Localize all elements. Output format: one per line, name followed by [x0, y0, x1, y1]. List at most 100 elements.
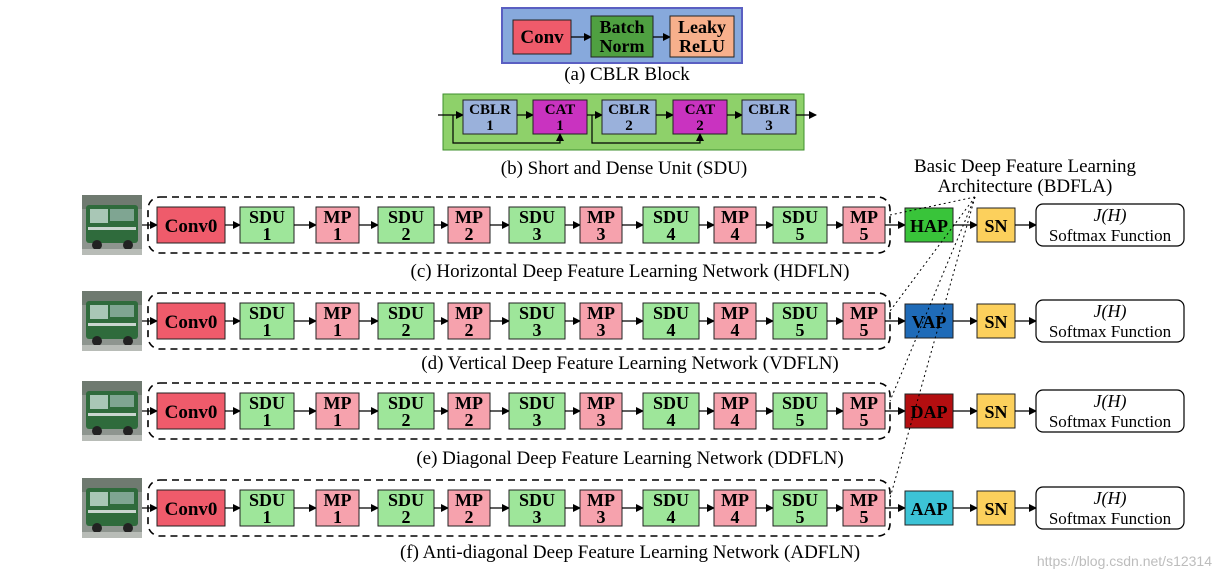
sdu-caption: (b) Short and Dense Unit (SDU) [501, 158, 747, 179]
sdu-1-block-line2: 1 [263, 224, 272, 244]
sdu-5-block-line2: 5 [796, 224, 805, 244]
mp-5-block-line2: 5 [860, 410, 869, 430]
mp-3-block-line1: MP [587, 393, 615, 413]
sdu-4-block-line1: SDU [653, 207, 689, 227]
cblr-caption: (a) CBLR Block [564, 64, 690, 85]
mp-1-block [315, 206, 360, 244]
softmax-box [1035, 203, 1185, 247]
mp-1-block-line1: MP [324, 303, 352, 323]
sdu-5-block-line2: 5 [796, 507, 805, 527]
conv0-block [156, 489, 226, 527]
sdu-5-block [772, 302, 828, 340]
mp-3-block-line1: MP [587, 490, 615, 510]
sdu-1-block-line1: SDU [249, 393, 285, 413]
cblr-relu-line1: Leaky [678, 17, 726, 37]
sdu-5-block-line1: SDU [782, 303, 818, 323]
mp-3-block-line2: 3 [597, 410, 606, 430]
sdu-4-block-line2: 4 [667, 507, 676, 527]
sdu-2-block-line2: 2 [402, 224, 411, 244]
pool-block [904, 393, 954, 429]
bus-image [82, 478, 142, 538]
mp-4-block-line1: MP [721, 490, 749, 510]
mp-1-block-line2: 1 [333, 410, 342, 430]
mp-2-block [447, 392, 491, 430]
bdfla-dashed-box [147, 479, 891, 537]
sdu-5-block-line1: SDU [782, 393, 818, 413]
mp-1-block-line2: 1 [333, 224, 342, 244]
sdu-2-block-line2: 2 [402, 507, 411, 527]
softmax-box [1035, 486, 1185, 530]
mp-5-block [842, 392, 886, 430]
sdu-4-block-line1: SDU [653, 393, 689, 413]
mp-5-block-line1: MP [850, 207, 878, 227]
sdu-block-4-line1: CAT [685, 102, 716, 118]
sdu-3-block-line1: SDU [519, 490, 555, 510]
mp-1-block [315, 392, 360, 430]
sdu-1-block-line1: SDU [249, 303, 285, 323]
sn-block [976, 393, 1016, 429]
sdu-4-block [642, 302, 700, 340]
j-of-h-label: J(H) [1094, 205, 1127, 226]
mp-2-block-line2: 2 [465, 224, 474, 244]
sdu-2-block-line1: SDU [388, 207, 424, 227]
sdu-2-block [377, 489, 435, 527]
softmax-box [1035, 299, 1185, 343]
mp-4-block [713, 392, 757, 430]
cblr-relu-box [669, 15, 735, 58]
sn-label: SN [984, 499, 1007, 519]
bdfla-label-line1: Basic Deep Feature Learning [914, 156, 1137, 177]
mp-2-block-line1: MP [455, 490, 483, 510]
mp-3-block-line1: MP [587, 303, 615, 323]
sdu-3-block [508, 206, 566, 244]
network-caption: (c) Horizontal Deep Feature Learning Net… [411, 261, 850, 282]
sdu-3-block-line1: SDU [519, 303, 555, 323]
sdu-5-block-line1: SDU [782, 207, 818, 227]
mp-2-block-line1: MP [455, 303, 483, 323]
sdu-3-block-line2: 3 [533, 507, 542, 527]
conv0-label: Conv0 [165, 312, 218, 333]
sdu-3-block-line2: 3 [533, 410, 542, 430]
pool-block [904, 207, 954, 243]
softmax-label: Softmax Function [1049, 226, 1172, 245]
mp-4-block-line1: MP [721, 393, 749, 413]
mp-3-block [579, 489, 623, 527]
sn-block [976, 303, 1016, 339]
conv0-label: Conv0 [165, 499, 218, 520]
mp-5-block [842, 489, 886, 527]
pool-label: AAP [911, 499, 948, 519]
cblr-relu-line2: ReLU [679, 36, 725, 56]
cblr-bn-box [590, 15, 654, 58]
mp-5-block-line2: 5 [860, 507, 869, 527]
mp-4-block-line1: MP [721, 207, 749, 227]
mp-5-block-line1: MP [850, 393, 878, 413]
softmax-box [1035, 389, 1185, 433]
sdu-2-block-line2: 2 [402, 320, 411, 340]
sdu-5-block-line2: 5 [796, 410, 805, 430]
conv0-block [156, 206, 226, 244]
mp-3-block [579, 302, 623, 340]
mp-1-block [315, 489, 360, 527]
conv0-label: Conv0 [165, 216, 218, 237]
sdu-2-block [377, 206, 435, 244]
sdu-4-block [642, 392, 700, 430]
pool-label: VAP [912, 312, 947, 332]
sn-label: SN [984, 216, 1007, 236]
cblr-bn-line2: Norm [600, 36, 645, 56]
sdu-block-3-line2: 2 [625, 118, 633, 134]
bdfla-leader-lines [889, 196, 976, 499]
sdu-4-block [642, 206, 700, 244]
mp-4-block-line2: 4 [731, 224, 740, 244]
sdu-5-block-line1: SDU [782, 490, 818, 510]
pool-label: HAP [910, 216, 948, 236]
sdu-block-5-line2: 3 [765, 118, 773, 134]
conv0-label: Conv0 [165, 402, 218, 423]
conv0-block [156, 392, 226, 430]
sdu-4-block-line2: 4 [667, 410, 676, 430]
mp-5-block [842, 302, 886, 340]
sdu-block-5 [741, 99, 797, 135]
network-caption: (d) Vertical Deep Feature Learning Netwo… [421, 353, 839, 374]
sdu-2-block [377, 302, 435, 340]
